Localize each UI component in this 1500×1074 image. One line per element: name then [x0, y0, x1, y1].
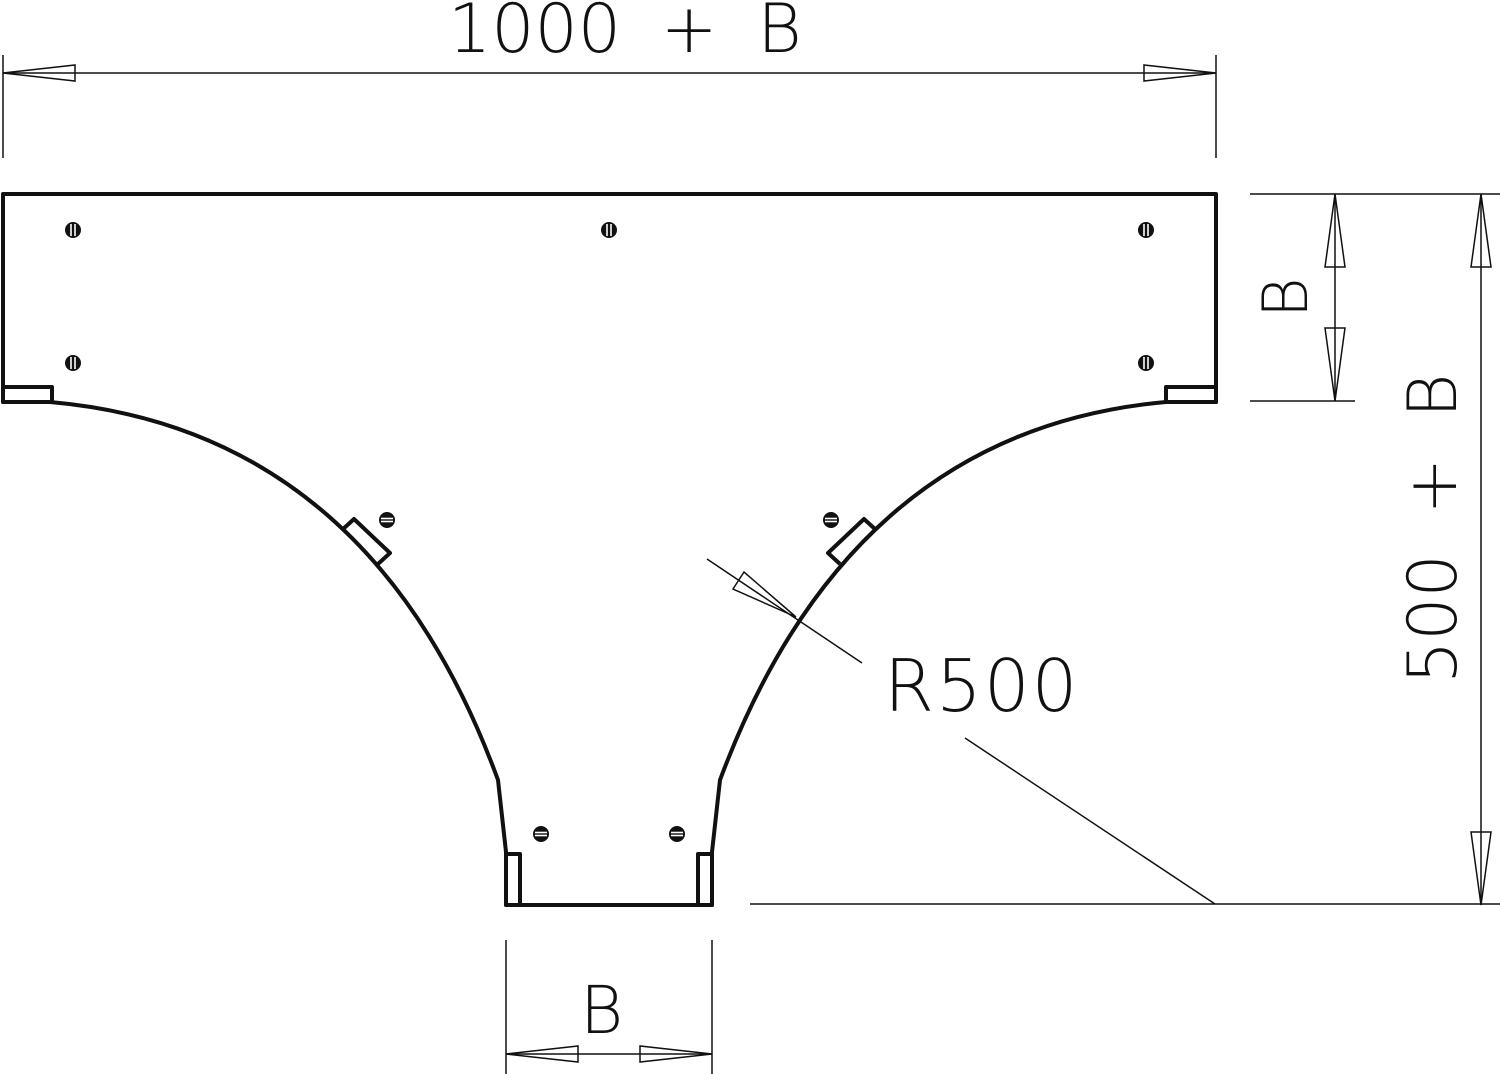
dim-total-height: 500 + B — [1394, 373, 1473, 684]
dim-top-width: 1000 + B — [448, 0, 802, 69]
dim-bottom-width: B — [580, 972, 624, 1049]
dim-radius: R500 — [884, 644, 1080, 728]
dim-branch-width: B — [1249, 277, 1322, 318]
screw-icons — [64, 221, 1155, 843]
cover-outline — [1, 192, 1218, 907]
dimension-lines — [2, 55, 1500, 1074]
